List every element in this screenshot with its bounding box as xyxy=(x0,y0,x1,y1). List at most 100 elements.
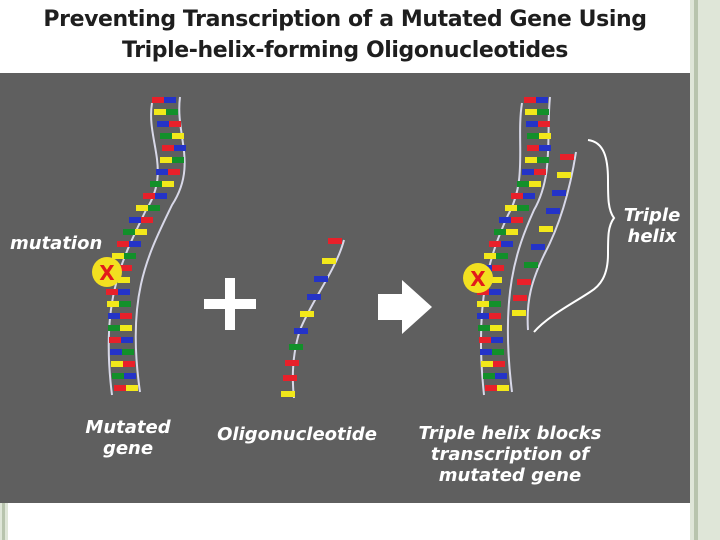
base-pair xyxy=(106,289,118,295)
base-pair xyxy=(123,229,135,235)
triple-helix-label-line-2: helix xyxy=(627,226,677,247)
slide-border-right xyxy=(690,0,720,540)
oligonucleotide-strand xyxy=(281,238,345,399)
base-pair xyxy=(537,109,549,115)
oligo-base xyxy=(560,154,574,160)
base-pair xyxy=(525,109,537,115)
triple-helix-label-line-1: Triple xyxy=(623,205,681,226)
oligo-base xyxy=(512,310,526,316)
oligo-base xyxy=(314,276,328,282)
base-pair xyxy=(174,145,186,151)
base-pair xyxy=(120,313,132,319)
base-pair xyxy=(129,241,141,247)
base-pair xyxy=(538,121,550,127)
triple-helix-result-line-3: mutated gene xyxy=(438,465,582,486)
mutation-label: mutation xyxy=(10,233,103,254)
bound-oligonucleotide xyxy=(512,151,577,331)
base-pair xyxy=(478,325,490,331)
base-pair xyxy=(536,97,548,103)
base-pair xyxy=(162,145,174,151)
base-pair xyxy=(495,373,507,379)
base-pair xyxy=(121,337,133,343)
base-pair xyxy=(517,181,529,187)
base-pair xyxy=(120,325,132,331)
mutated-gene-label-line-2: gene xyxy=(102,438,154,459)
base-pair xyxy=(505,205,517,211)
base-pair xyxy=(112,253,124,259)
base-pair xyxy=(490,325,502,331)
bound-oligo-backbone xyxy=(526,151,577,331)
base-pair xyxy=(109,337,121,343)
oligo-base xyxy=(552,190,566,196)
base-pair xyxy=(143,193,155,199)
base-pair xyxy=(122,349,134,355)
mutation-x-mark-2: X xyxy=(470,267,486,291)
base-pair xyxy=(511,193,523,199)
base-pair xyxy=(157,121,169,127)
right-arrow-icon xyxy=(378,280,432,334)
mutated-gene-dna xyxy=(106,96,186,396)
base-pair xyxy=(527,145,539,151)
base-pair xyxy=(494,229,506,235)
base-pair xyxy=(480,349,492,355)
oligo-base xyxy=(300,311,314,317)
base-pair xyxy=(539,133,551,139)
base-pair xyxy=(107,301,119,307)
base-pair xyxy=(534,169,546,175)
oligo-base xyxy=(281,391,295,397)
oligo-base xyxy=(294,328,308,334)
base-pair xyxy=(481,361,493,367)
base-pair xyxy=(527,133,539,139)
triple-helix-label: Triple helix xyxy=(618,205,686,247)
title-line-2: Triple-helix-forming Oligonucleotides xyxy=(122,38,568,63)
base-pair xyxy=(126,385,138,391)
triple-helix-result-label: Triple helix blocks transcription of mut… xyxy=(416,423,604,486)
base-pair xyxy=(118,277,130,283)
base-pair xyxy=(169,121,181,127)
title-line-1: Preventing Transcription of a Mutated Ge… xyxy=(43,7,647,32)
base-pair xyxy=(119,301,131,307)
base-pair xyxy=(511,217,523,223)
base-pair xyxy=(141,217,153,223)
base-pair xyxy=(120,265,132,271)
mutated-gene-bases xyxy=(106,97,186,391)
mutation-marker: X xyxy=(92,257,122,287)
base-pair xyxy=(490,277,502,283)
triple-helix-result-line-2: transcription of xyxy=(430,444,590,465)
oligo-base xyxy=(283,375,297,381)
base-pair xyxy=(117,241,129,247)
oligo-base xyxy=(546,208,560,214)
oligo-base xyxy=(539,226,553,232)
base-pair xyxy=(168,169,180,175)
base-pair xyxy=(483,373,495,379)
base-pair xyxy=(497,385,509,391)
mutation-x-mark: X xyxy=(99,261,115,285)
oligo-base xyxy=(517,279,531,285)
oligo-backbone xyxy=(291,239,345,399)
oligonucleotide-label: Oligonucleotide xyxy=(217,424,377,445)
base-pair xyxy=(501,241,513,247)
base-pair xyxy=(136,205,148,211)
base-pair xyxy=(496,253,508,259)
base-pair xyxy=(118,289,130,295)
diagram-canvas: X xyxy=(92,96,616,399)
base-pair xyxy=(164,97,176,103)
mutated-gene-label: Mutated gene xyxy=(78,417,178,459)
base-pair xyxy=(479,337,491,343)
oligo-base xyxy=(513,295,527,301)
base-pair xyxy=(491,337,503,343)
base-pair xyxy=(506,229,518,235)
base-pair xyxy=(485,385,497,391)
base-pair xyxy=(162,181,174,187)
oligo-base xyxy=(285,360,299,366)
base-pair xyxy=(155,193,167,199)
base-pair xyxy=(123,361,135,367)
base-pair xyxy=(111,361,123,367)
base-pair xyxy=(537,157,549,163)
base-pair xyxy=(484,253,496,259)
base-pair xyxy=(172,157,184,163)
base-pair xyxy=(489,301,501,307)
base-pair xyxy=(156,169,168,175)
base-pair xyxy=(110,349,122,355)
base-pair xyxy=(477,301,489,307)
